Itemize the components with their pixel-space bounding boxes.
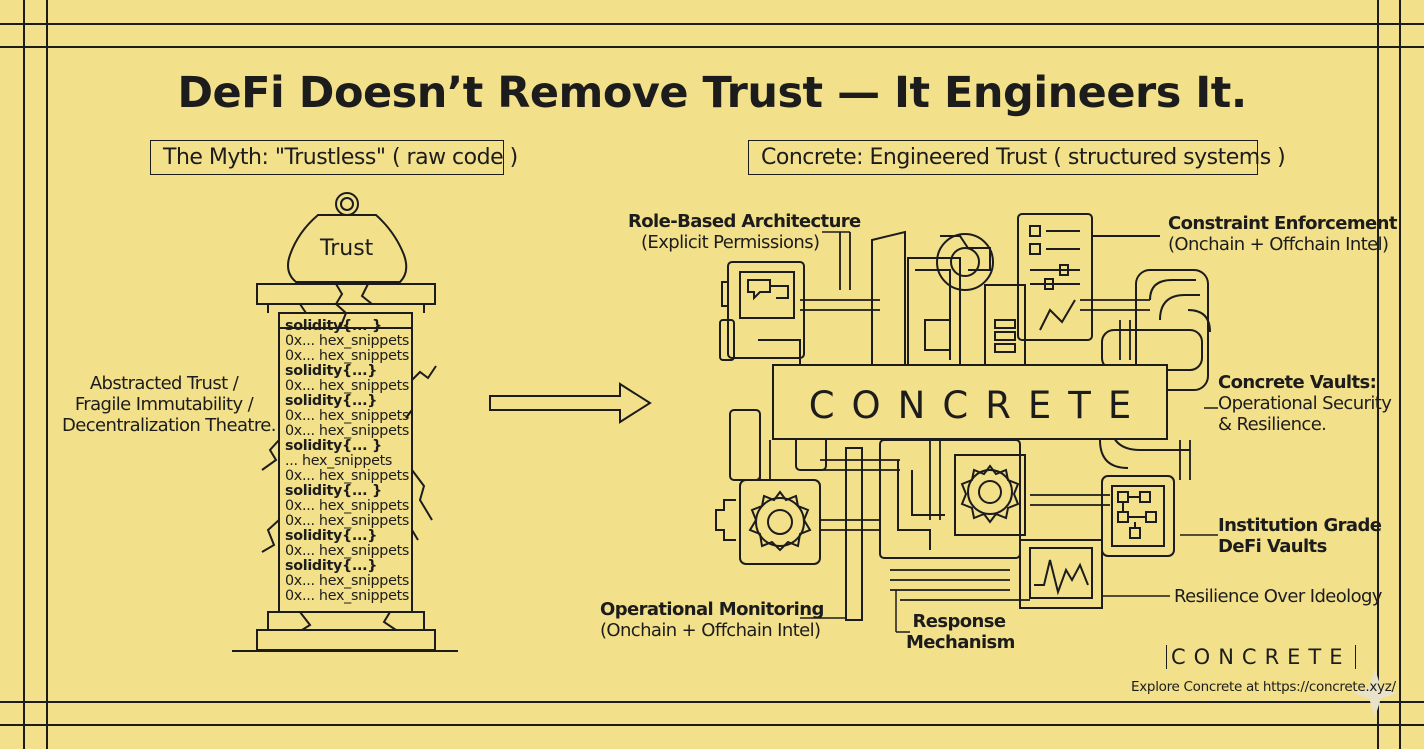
code-line: 0x... hex_snippets — [285, 588, 410, 604]
callout-sub: Operational Security — [1218, 393, 1392, 414]
callout-role-based: Role-Based Architecture (Explicit Permis… — [628, 211, 861, 253]
sparkle-icon — [1353, 668, 1397, 718]
center-lower-module — [845, 439, 1026, 621]
callout-title: Concrete Vaults: — [1218, 372, 1377, 393]
callout-title: DeFi Vaults — [1218, 536, 1327, 557]
leader-lines — [800, 231, 1218, 633]
code-line: solidity{...} — [285, 558, 378, 574]
code-line: 0x... hex_snippets — [285, 378, 410, 394]
code-line: solidity{...} — [285, 393, 378, 409]
concrete-logo: CONCRETE — [1166, 645, 1356, 669]
callout-resilience: Resilience Over Ideology — [1174, 586, 1382, 607]
callout-response: Response Mechanism — [906, 611, 1015, 653]
code-line: 0x... hex_snippets — [285, 573, 410, 589]
concrete-brand-box: CONCRETE — [772, 364, 1168, 440]
left-caption-line: Fragile Immutability / — [74, 394, 254, 415]
explore-link[interactable]: Explore Concrete at https://concrete.xyz… — [1131, 679, 1396, 695]
code-line: 0x... hex_snippets — [285, 408, 410, 424]
code-line: solidity{... } — [285, 318, 382, 334]
callout-sub: & Resilience. — [1218, 414, 1327, 435]
code-column: solidity{... } 0x... hex_snippets 0x... … — [285, 319, 415, 604]
cracked-pillar — [232, 283, 458, 652]
trust-weight-label: Trust — [320, 236, 374, 261]
code-line: 0x... hex_snippets — [285, 513, 410, 529]
code-line: 0x... hex_snippets — [285, 333, 410, 349]
callout-title: Constraint Enforcement — [1168, 213, 1397, 234]
left-caption-line: Decentralization Theatre. — [62, 415, 276, 436]
monitor-module — [1019, 539, 1103, 609]
constraint-panel — [1017, 213, 1160, 341]
myth-label: The Myth: "Trustless" ( raw code ) — [150, 140, 518, 175]
code-line: solidity{... } — [285, 438, 382, 454]
callout-constraint: Constraint Enforcement (Onchain + Offcha… — [1168, 213, 1397, 255]
callout-sub: (Explicit Permissions) — [641, 232, 820, 253]
code-line: 0x... hex_snippets — [285, 498, 410, 514]
code-line: solidity{... } — [285, 483, 382, 499]
code-line: 0x... hex_snippets — [285, 423, 410, 439]
page-title: DeFi Doesn’t Remove Trust — It Engineers… — [177, 68, 1247, 118]
code-line: ... hex_snippets — [285, 453, 393, 469]
callout-title: Operational Monitoring — [600, 599, 824, 620]
callout-sub: (Onchain + Offchain Intel) — [600, 620, 821, 641]
concrete-brand-text: CONCRETE — [808, 384, 1149, 427]
code-line: solidity{...} — [285, 363, 378, 379]
callout-sub: (Onchain + Offchain Intel) — [1168, 234, 1389, 255]
callout-vaults: Concrete Vaults: Operational Security & … — [1218, 372, 1392, 435]
trust-weight-icon — [287, 192, 408, 283]
code-line: solidity{...} — [285, 528, 378, 544]
callout-title: Response — [912, 611, 1007, 632]
arrow-right-icon — [489, 382, 652, 424]
left-caption-line: Abstracted Trust / — [89, 373, 239, 394]
left-caption: Abstracted Trust / Fragile Immutability … — [62, 373, 276, 436]
callout-title: Role-Based Architecture — [628, 211, 861, 232]
code-line: 0x... hex_snippets — [285, 348, 410, 364]
callout-institution: Institution Grade DeFi Vaults — [1218, 515, 1382, 557]
institution-module — [1099, 419, 1190, 557]
callout-title: Institution Grade — [1218, 515, 1382, 536]
code-line: 0x... hex_snippets — [285, 543, 410, 559]
left-top-module — [719, 261, 805, 372]
code-line: 0x... hex_snippets — [285, 468, 410, 484]
concrete-label: Concrete: Engineered Trust ( structured … — [748, 140, 1286, 175]
callout-title: Mechanism — [906, 632, 1015, 653]
left-gear-icon — [748, 490, 812, 552]
central-panels — [871, 230, 1026, 371]
callout-monitoring: Operational Monitoring (Onchain + Offcha… — [600, 599, 824, 641]
